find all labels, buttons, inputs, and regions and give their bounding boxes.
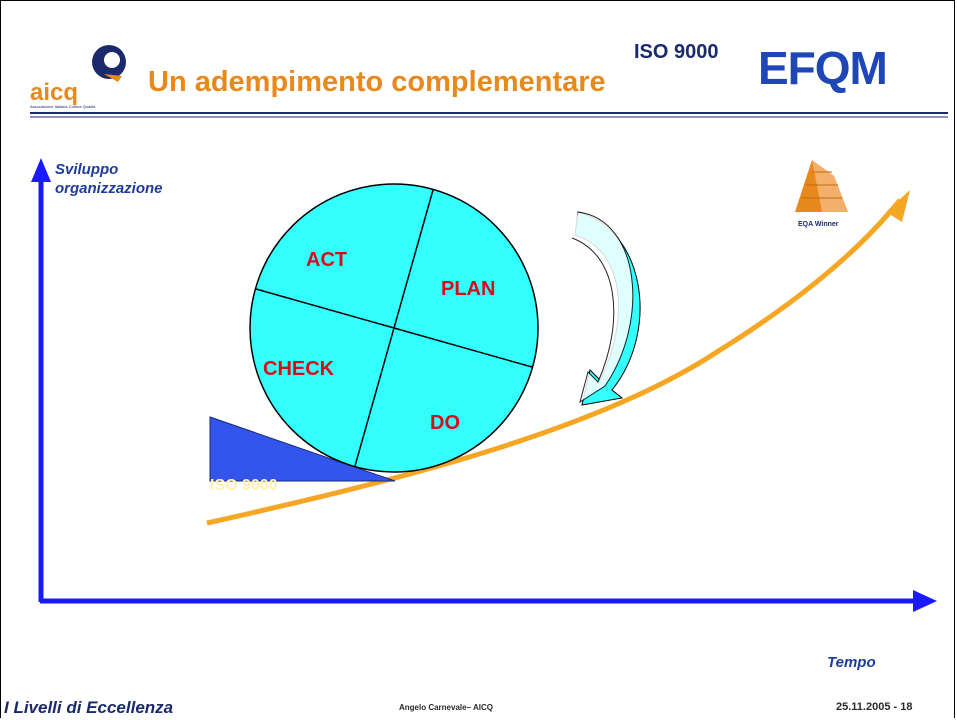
- pdca-check-label: CHECK: [263, 358, 335, 380]
- growth-curve-arrowhead: [886, 190, 910, 222]
- y-axis-label-line1: Sviluppo: [55, 161, 119, 178]
- y-axis-label-line2: organizzazione: [55, 180, 163, 197]
- eqa-winner-pyramid-icon: [795, 160, 848, 212]
- y-axis-arrowhead: [31, 158, 51, 182]
- growth-curve: [206, 198, 902, 526]
- efqm-logo: EFQM: [758, 42, 888, 94]
- footer-date-page: 25.11.2005 - 18: [836, 701, 913, 713]
- pdca-wheel: [249, 183, 539, 473]
- page-title: Un adempimento complementare: [148, 66, 606, 98]
- x-axis-arrowhead: [913, 590, 937, 612]
- pdca-plan-label: PLAN: [441, 278, 496, 300]
- aicq-logo: aicq: [30, 79, 79, 106]
- rotation-arrow-icon: [571, 211, 641, 406]
- eqa-winner-label: EQA Winner: [798, 221, 839, 228]
- iso-wedge-label: ISO 9000: [210, 477, 278, 494]
- footer-left-title: I Livelli di Eccellenza: [4, 698, 174, 717]
- footer-author: Angelo Carnevale– AICQ: [399, 703, 493, 712]
- pdca-do-label: DO: [430, 412, 460, 434]
- aicq-logo-icon: [92, 45, 126, 82]
- x-axis-label: Tempo: [827, 654, 876, 671]
- pdca-act-label: ACT: [306, 249, 348, 271]
- aicq-tagline: Associazione Italiana Cultura Qualità: [30, 104, 96, 109]
- iso-header-label: ISO 9000: [634, 41, 719, 63]
- y-axis-label: Sviluppo organizzazione: [55, 160, 163, 198]
